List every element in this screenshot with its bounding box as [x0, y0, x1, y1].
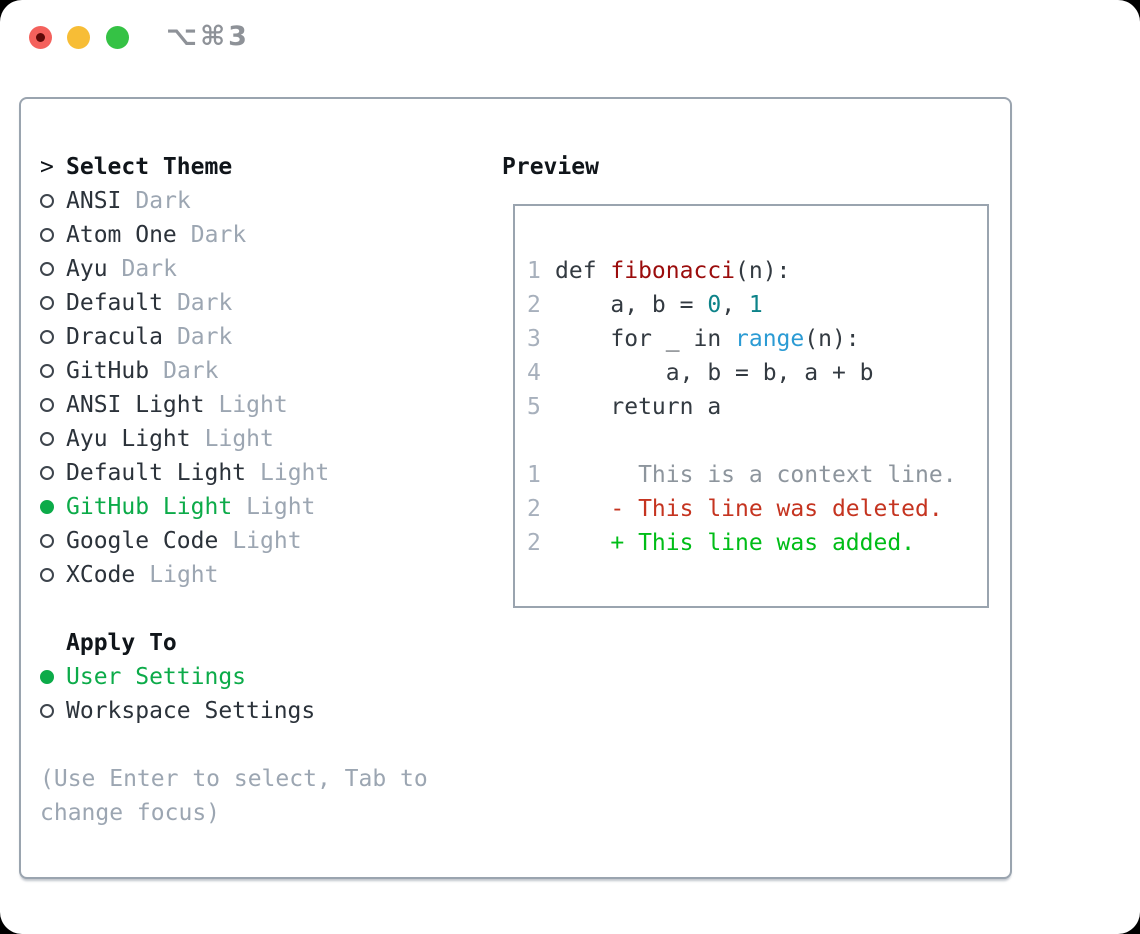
- line-number: 2: [527, 292, 541, 318]
- cursor-icon: >: [40, 154, 54, 180]
- apply-to-heading-label: Apply To: [66, 630, 177, 656]
- context-text: This is a context line.: [555, 462, 957, 488]
- radio-icon: [40, 262, 54, 276]
- line-number: 1: [527, 258, 541, 284]
- line-number: 2: [527, 530, 541, 556]
- select-theme-heading-label: Select Theme: [66, 154, 233, 180]
- apply-option-user-settings[interactable]: User Settings: [40, 660, 428, 694]
- theme-option-google-code[interactable]: Google Code Light: [40, 524, 428, 558]
- theme-option-github-light[interactable]: GitHub Light Light: [40, 490, 428, 524]
- apply-option-workspace-settings[interactable]: Workspace Settings: [40, 694, 428, 728]
- code-line-4: 4 a, b = b, a + b: [527, 356, 987, 390]
- line-number: 1: [527, 462, 541, 488]
- radio-selected-icon: [40, 500, 54, 514]
- theme-option-ansi-dark[interactable]: ANSI Dark: [40, 184, 428, 218]
- radio-icon: [40, 568, 54, 582]
- theme-option-xcode[interactable]: XCode Light: [40, 558, 428, 592]
- hint-text-line2: change focus): [40, 800, 221, 826]
- theme-option-default-dark[interactable]: Default Dark: [40, 286, 428, 320]
- theme-option-dracula-dark[interactable]: Dracula Dark: [40, 320, 428, 354]
- line-number: 4: [527, 360, 541, 386]
- theme-option-ayu-light[interactable]: Ayu Light Light: [40, 422, 428, 456]
- minimize-button-icon[interactable]: [67, 26, 90, 49]
- radio-icon: [40, 296, 54, 310]
- theme-option-default-light[interactable]: Default Light Light: [40, 456, 428, 490]
- radio-selected-icon: [40, 670, 54, 684]
- deleted-text: - This line was deleted.: [555, 496, 943, 522]
- added-text: + This line was added.: [555, 530, 916, 556]
- radio-icon: [40, 398, 54, 412]
- line-number: 5: [527, 394, 541, 420]
- select-theme-heading: > Select Theme: [40, 150, 428, 184]
- builtin-token: range: [735, 326, 805, 352]
- close-button-icon[interactable]: [29, 26, 52, 49]
- theme-settings-panel: > Select Theme ANSI Dark Atom One Dark A…: [19, 97, 1012, 879]
- titlebar: ⌥⌘3: [0, 0, 1140, 74]
- spacer: [40, 728, 428, 762]
- line-number: 2: [527, 496, 541, 522]
- hint-text-line1: (Use Enter to select, Tab to: [40, 766, 428, 792]
- number-token: 1: [748, 292, 763, 318]
- theme-option-atom-one-dark[interactable]: Atom One Dark: [40, 218, 428, 252]
- radio-icon: [40, 228, 54, 242]
- blank-line: [527, 424, 987, 458]
- radio-icon: [40, 466, 54, 480]
- diff-added-line: 2 + This line was added.: [527, 526, 987, 560]
- spacer: [40, 592, 428, 626]
- diff-context-line: 1 This is a context line.: [527, 458, 987, 492]
- preview-heading: Preview: [502, 154, 599, 180]
- radio-icon: [40, 194, 54, 208]
- radio-icon: [40, 432, 54, 446]
- theme-option-github-dark[interactable]: GitHub Dark: [40, 354, 428, 388]
- radio-icon: [40, 330, 54, 344]
- zoom-button-icon[interactable]: [106, 26, 129, 49]
- window-title: ⌥⌘3: [166, 21, 250, 52]
- line-number: 3: [527, 326, 541, 352]
- function-name-token: fibonacci: [610, 258, 736, 284]
- theme-option-ansi-light[interactable]: ANSI Light Light: [40, 388, 428, 422]
- radio-icon: [40, 534, 54, 548]
- apply-to-heading: Apply To: [40, 626, 428, 660]
- code-line-3: 3 for _ in range(n):: [527, 322, 987, 356]
- radio-icon: [40, 364, 54, 378]
- code-line-2: 2 a, b = 0, 1: [527, 288, 987, 322]
- radio-icon: [40, 704, 54, 718]
- code-line-5: 5 return a: [527, 390, 987, 424]
- diff-deleted-line: 2 - This line was deleted.: [527, 492, 987, 526]
- theme-picker-column: > Select Theme ANSI Dark Atom One Dark A…: [40, 150, 428, 830]
- theme-option-ayu-dark[interactable]: Ayu Dark: [40, 252, 428, 286]
- number-token: 0: [707, 292, 722, 318]
